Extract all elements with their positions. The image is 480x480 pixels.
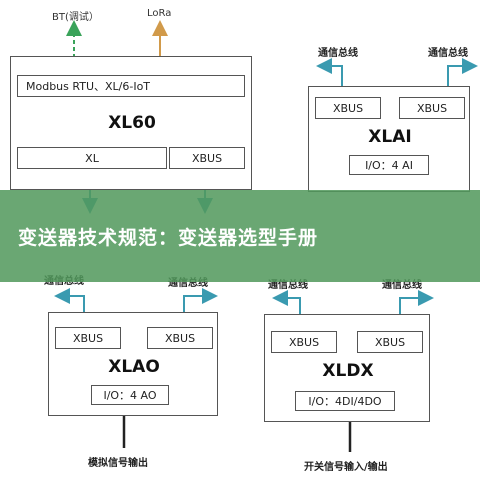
xldx-output-label: 开关信号输入/输出: [304, 462, 388, 473]
lora-label: LoRa: [147, 8, 172, 19]
xldx-device: XBUS XBUS XLDX I/O：4DI/4DO: [264, 314, 430, 422]
xl60-device: Modbus RTU、XL/6-IoT XL60 XL XBUS: [10, 56, 252, 190]
xlai-bus-left-label: 通信总线: [318, 48, 358, 59]
xldx-xbus-right-label: XBUS: [374, 335, 406, 349]
xlai-xbus-left-label: XBUS: [332, 101, 364, 115]
xl60-protocol-label: Modbus RTU、XL/6-IoT: [26, 80, 151, 93]
xl60-title: XL60: [108, 113, 156, 133]
xlai-xbus-right-port: XBUS: [399, 97, 465, 119]
xlai-xbus-right-label: XBUS: [416, 101, 448, 115]
xl60-xl-port: XL: [17, 147, 167, 169]
xldx-bus-left-label: 通信总线: [268, 280, 308, 291]
xlai-io-label: I/O：4 AI: [365, 159, 413, 172]
xlai-io-box: I/O：4 AI: [349, 155, 429, 175]
xldx-xbus-left-label: XBUS: [288, 335, 320, 349]
xldx-io-label: I/O：4DI/4DO: [308, 395, 382, 408]
banner-title: 变送器技术规范：变送器选型手册: [18, 226, 319, 249]
xl60-xbus-port: XBUS: [169, 147, 245, 169]
xlao-xbus-left-label: XBUS: [72, 331, 104, 345]
xldx-title: XLDX: [322, 361, 374, 381]
xldx-bus-right-label: 通信总线: [382, 280, 422, 291]
xldx-xbus-left-port: XBUS: [271, 331, 337, 353]
xlao-xbus-left-port: XBUS: [55, 327, 121, 349]
xlao-xbus-right-port: XBUS: [147, 327, 213, 349]
xlao-io-box: I/O：4 AO: [91, 385, 169, 405]
bt-label: BT(调试）: [52, 12, 99, 23]
xl60-xl-port-label: XL: [85, 151, 99, 165]
xlai-xbus-left-port: XBUS: [315, 97, 381, 119]
xlao-device: XBUS XBUS XLAO I/O：4 AO: [48, 312, 218, 416]
xldx-xbus-right-port: XBUS: [357, 331, 423, 353]
xlai-title: XLAI: [368, 127, 412, 147]
xl60-xbus-port-label: XBUS: [191, 151, 223, 165]
xlai-bus-right-label: 通信总线: [428, 48, 468, 59]
title-banner: 变送器技术规范：变送器选型手册: [0, 190, 480, 282]
xlao-xbus-right-label: XBUS: [164, 331, 196, 345]
xlao-io-label: I/O：4 AO: [103, 389, 157, 402]
xlai-device: XBUS XBUS XLAI I/O：4 AI: [308, 86, 470, 192]
xlao-bus-right-label: 通信总线: [168, 278, 208, 289]
xlao-title: XLAO: [108, 357, 160, 377]
xldx-io-box: I/O：4DI/4DO: [295, 391, 395, 411]
xlao-output-label: 模拟信号输出: [88, 458, 148, 469]
xl60-protocol-box: Modbus RTU、XL/6-IoT: [17, 75, 245, 97]
